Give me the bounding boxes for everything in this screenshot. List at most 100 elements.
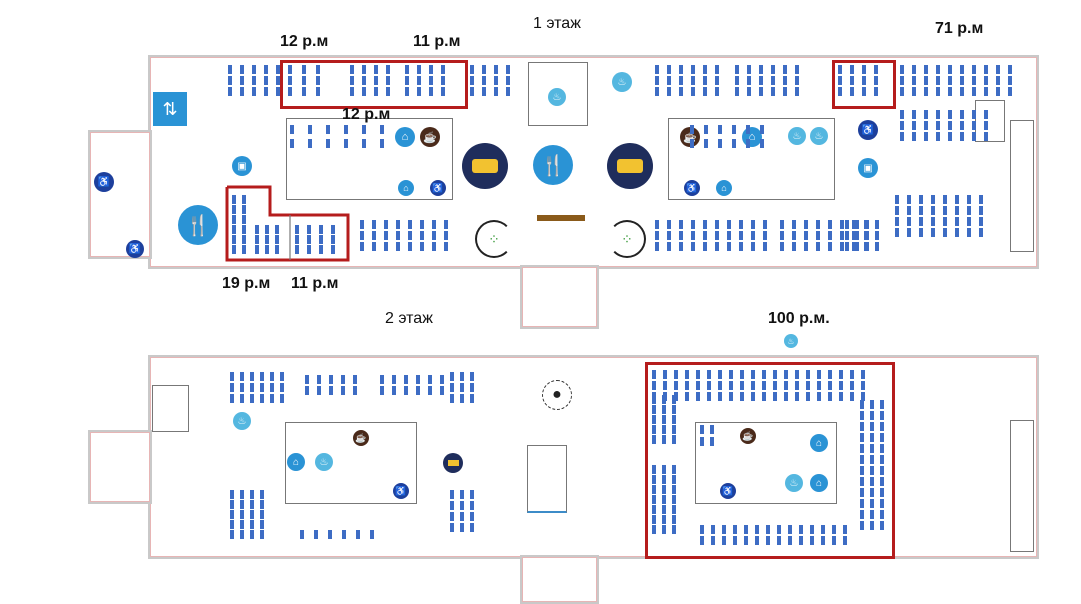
desk [441,65,445,74]
desk [295,245,299,254]
desk [429,65,433,74]
desk [672,505,676,514]
desk [948,87,952,96]
desk [948,132,952,141]
desk [771,87,775,96]
desk [482,76,486,85]
dining-icon: 🍴 [178,205,218,245]
desk [733,525,737,534]
desk [751,370,755,379]
desk [860,455,864,464]
desk [252,76,256,85]
desk [912,121,916,130]
desk [817,392,821,401]
desk [265,225,269,234]
desk [703,65,707,74]
wardrobe-icon: ⌂ [287,453,305,471]
desk [288,65,292,74]
desk [380,375,384,384]
desk [232,245,236,254]
desk [662,485,666,494]
desk [691,65,695,74]
desk [832,525,836,534]
desk [722,536,726,545]
desk [652,370,656,379]
desk [843,536,847,545]
desk [679,87,683,96]
accessibility-icon: ♿ [126,240,144,258]
wardrobe-icon: ⌂ [716,180,732,196]
desk [316,65,320,74]
game-icon: ● [542,380,572,410]
desk [494,65,498,74]
desk [404,386,408,395]
desk [240,490,244,499]
desk [744,536,748,545]
desk [230,490,234,499]
desk [795,76,799,85]
desk [260,372,264,381]
desk [242,195,246,204]
desk [870,510,874,519]
desk [874,65,878,74]
desk [865,242,869,251]
desk [470,394,474,403]
desk [839,370,843,379]
desk [314,530,318,539]
desk [907,217,911,226]
desk [240,65,244,74]
desk [732,125,736,134]
desk [662,495,666,504]
desk [960,110,964,119]
desk [372,231,376,240]
desk [875,231,879,240]
desk [655,242,659,251]
desk [450,523,454,532]
desk [874,87,878,96]
desk [295,225,299,234]
desk [751,392,755,401]
desk [780,242,784,251]
desk [783,76,787,85]
desk [470,512,474,521]
desk [732,139,736,148]
zone-box-71[interactable] [832,60,896,109]
desk [880,455,884,464]
desk [652,405,656,414]
desk [663,381,667,390]
desk [880,499,884,508]
desk [860,521,864,530]
zone-box-100[interactable] [645,362,895,559]
desk [733,536,737,545]
desk [460,501,464,510]
desk [924,76,928,85]
desk [691,76,695,85]
desk [408,220,412,229]
desk [862,76,866,85]
desk [860,433,864,442]
desk [384,220,388,229]
desk [470,501,474,510]
desk [870,477,874,486]
desk [806,381,810,390]
zone-box-12-11[interactable] [280,60,468,109]
print-icon: ▣ [232,156,252,176]
desk [667,242,671,251]
zone-label: 71 р.м [935,20,984,37]
desk [440,386,444,395]
desk [672,395,676,404]
desk [707,381,711,390]
desk [783,65,787,74]
desk [838,76,842,85]
desk [799,525,803,534]
desk [319,225,323,234]
desk [880,466,884,475]
desk [317,375,321,384]
desk [494,87,498,96]
desk [662,505,666,514]
desk [417,87,421,96]
desk [429,87,433,96]
desk [766,525,770,534]
desk [759,65,763,74]
